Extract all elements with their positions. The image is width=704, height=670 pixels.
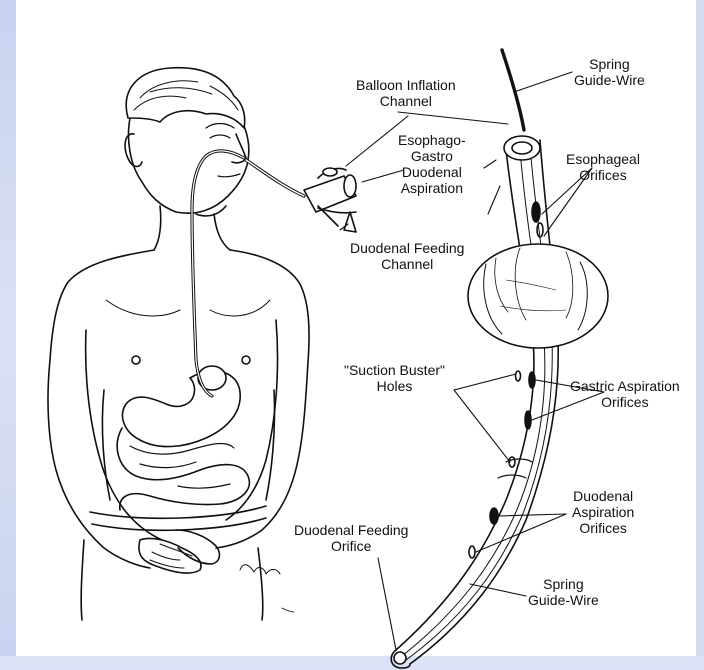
label-line: Channel <box>350 256 464 272</box>
label-line: Orifices <box>572 520 634 536</box>
label-esophago-gastro-duodenal-aspiration: Esophago- Gastro Duodenal Aspiration <box>398 132 466 196</box>
label-line: Duodenal <box>398 164 466 180</box>
label-gastric-aspiration-orifices: Gastric Aspiration Orifices <box>570 378 680 410</box>
label-esophageal-orifices: Esophageal Orifices <box>566 151 640 183</box>
label-duodenal-feeding-channel: Duodenal Feeding Channel <box>350 240 464 272</box>
label-spring-guide-wire-top: Spring Guide-Wire <box>574 56 645 88</box>
label-suction-buster-holes: "Suction Buster" Holes <box>344 362 445 394</box>
label-line: Orifice <box>294 538 408 554</box>
label-line: Orifices <box>570 394 680 410</box>
label-duodenal-aspiration-orifices: Duodenal Aspiration Orifices <box>572 488 634 536</box>
label-line: Spring <box>528 576 599 592</box>
label-line: "Suction Buster" <box>344 362 445 378</box>
label-line: Holes <box>344 378 445 394</box>
label-line: Gastro <box>398 148 466 164</box>
label-line: Gastric Aspiration <box>570 378 680 394</box>
label-line: Guide-Wire <box>528 592 599 608</box>
tube-connector <box>304 168 356 232</box>
label-line: Balloon Inflation <box>356 77 456 93</box>
label-line: Duodenal Feeding <box>350 240 464 256</box>
label-line: Guide-Wire <box>574 72 645 88</box>
label-line: Aspiration <box>398 180 466 196</box>
label-duodenal-feeding-orifice: Duodenal Feeding Orifice <box>294 522 408 554</box>
label-line: Orifices <box>566 167 640 183</box>
label-spring-guide-wire-bottom: Spring Guide-Wire <box>528 576 599 608</box>
label-line: Esophago- <box>398 132 466 148</box>
label-line: Channel <box>356 93 456 109</box>
label-line: Spring <box>574 56 645 72</box>
label-balloon-inflation-channel: Balloon Inflation Channel <box>356 77 456 109</box>
label-line: Aspiration <box>572 504 634 520</box>
patient-figure <box>48 68 309 620</box>
label-line: Duodenal <box>572 488 634 504</box>
label-line: Esophageal <box>566 151 640 167</box>
label-line: Duodenal Feeding <box>294 522 408 538</box>
